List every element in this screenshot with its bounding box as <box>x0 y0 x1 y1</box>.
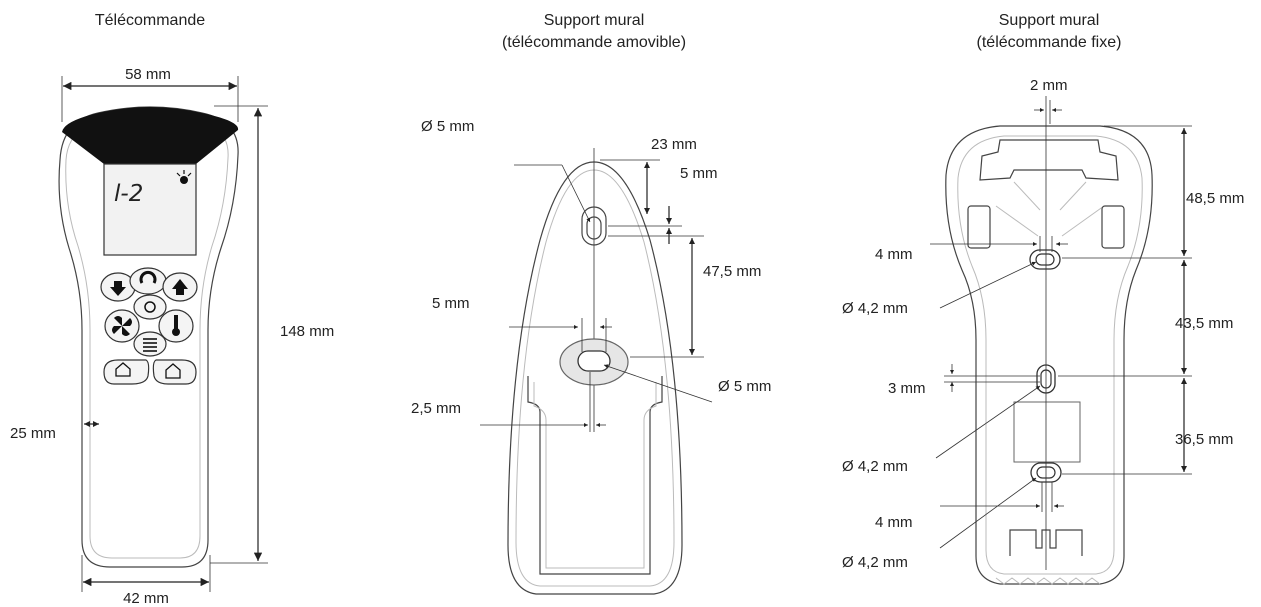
arrow-up-icon <box>172 279 188 295</box>
fan-icon <box>112 316 132 336</box>
fixed-hole-1-outer <box>1029 249 1061 270</box>
arrow-down-icon <box>110 281 126 296</box>
fixed-hole2-diameter-label: Ø 4,2 mm <box>842 458 908 475</box>
fixed-top-to-hole1-label: 48,5 mm <box>1186 190 1244 207</box>
fixed-hole2-width-label: 3 mm <box>888 380 926 397</box>
removable-bottom-leader <box>603 364 713 403</box>
removable-title-line1: Support mural <box>544 12 645 29</box>
rotate-icon <box>139 270 157 284</box>
removable-top-offset-label: 23 mm <box>651 136 697 153</box>
fixed-title-line1: Support mural <box>999 12 1100 29</box>
fixed-rib-3 <box>995 205 1039 237</box>
removable-hole-spacing-label: 47,5 mm <box>703 263 761 280</box>
fan-button[interactable] <box>104 309 140 343</box>
home-in-button[interactable] <box>152 359 197 385</box>
removable-top-hole-outer <box>581 206 607 246</box>
remote-title: Télécommande <box>95 12 205 29</box>
fixed-left-clip <box>967 205 991 249</box>
fixed-bracket-body <box>945 125 1153 585</box>
fixed-hole-1 <box>1035 253 1055 266</box>
fixed-bracket-inner <box>957 135 1143 575</box>
fixed-bracket-panel: Support mural (télécommande fixe) 2 mm <box>842 12 1244 585</box>
lines-icon <box>143 338 157 352</box>
light-button[interactable] <box>133 294 167 320</box>
fixed-bracket-top-frame <box>979 139 1119 181</box>
mode-button[interactable] <box>129 267 167 295</box>
remote-width-bottom-label: 42 mm <box>123 590 169 607</box>
home-out-button[interactable] <box>103 359 150 385</box>
removable-bracket-inner <box>515 169 675 587</box>
fixed-hole1-width-label: 4 mm <box>875 246 913 263</box>
fixed-hole3-diameter-label: Ø 4,2 mm <box>842 554 908 571</box>
fixed-hole2-leader <box>935 385 1041 459</box>
thermometer-icon <box>172 315 180 336</box>
fixed-rib-2 <box>1059 181 1087 211</box>
fixed-hole3-leader <box>939 477 1037 549</box>
house-icon <box>115 362 131 377</box>
removable-bracket-pocket <box>527 376 663 575</box>
fixed-title-line2: (télécommande fixe) <box>977 34 1122 51</box>
arrow-down-button[interactable] <box>100 272 136 302</box>
fixed-rib-1 <box>1013 181 1041 211</box>
remote-height-label: 148 mm <box>280 323 334 340</box>
remote-screen-hood <box>62 107 239 164</box>
remote-lcd-text: l-2 <box>114 181 143 207</box>
removable-bracket-panel: Support mural (télécommande amovible) Ø … <box>411 12 771 595</box>
house-in-icon <box>165 363 181 379</box>
removable-title-line2: (télécommande amovible) <box>502 34 686 51</box>
fixed-rib-4 <box>1061 205 1105 237</box>
fixed-bottom-teeth <box>995 577 1101 585</box>
fixed-hole1-leader <box>939 261 1037 309</box>
fixed-hole-3-outer <box>1030 462 1062 483</box>
removable-top-hole-diameter-label: Ø 5 mm <box>421 118 474 135</box>
fixed-center-recess <box>1013 401 1081 463</box>
bulb-icon <box>176 170 192 184</box>
fixed-center-offset-label: 2 mm <box>1030 77 1068 94</box>
removable-bracket-body <box>507 161 683 595</box>
fixed-hole1-to-hole2-label: 43,5 mm <box>1175 315 1233 332</box>
blind-button[interactable] <box>133 331 167 357</box>
arrow-up-button[interactable] <box>162 272 198 302</box>
remote-width-top-label: 58 mm <box>125 66 171 83</box>
removable-top-leader <box>561 164 591 223</box>
fixed-hole-2-outer <box>1036 364 1056 394</box>
fixed-hole-3 <box>1036 466 1056 479</box>
removable-slot-width-label: 5 mm <box>432 295 470 312</box>
removable-bracket-pocket-inner <box>533 382 657 569</box>
removable-top-hole-offset-label: 5 mm <box>680 165 718 182</box>
removable-bottom-slot <box>577 350 611 372</box>
remote-side-margin-label: 25 mm <box>10 425 56 442</box>
remote-panel: Télécommande 58 mm 148 mm l-2 <box>10 12 334 607</box>
removable-bottom-hole-diameter-label: Ø 5 mm <box>718 378 771 395</box>
temperature-button[interactable] <box>158 309 194 343</box>
fixed-hole2-to-hole3-label: 36,5 mm <box>1175 431 1233 448</box>
lightbulb-icon <box>144 301 156 313</box>
fixed-hole-2 <box>1040 369 1052 389</box>
fixed-right-clip <box>1101 205 1125 249</box>
fixed-hole1-diameter-label: Ø 4,2 mm <box>842 300 908 317</box>
fixed-hole3-width-label: 4 mm <box>875 514 913 531</box>
removable-top-hole <box>586 216 602 240</box>
removable-slot-height-label: 2,5 mm <box>411 400 461 417</box>
